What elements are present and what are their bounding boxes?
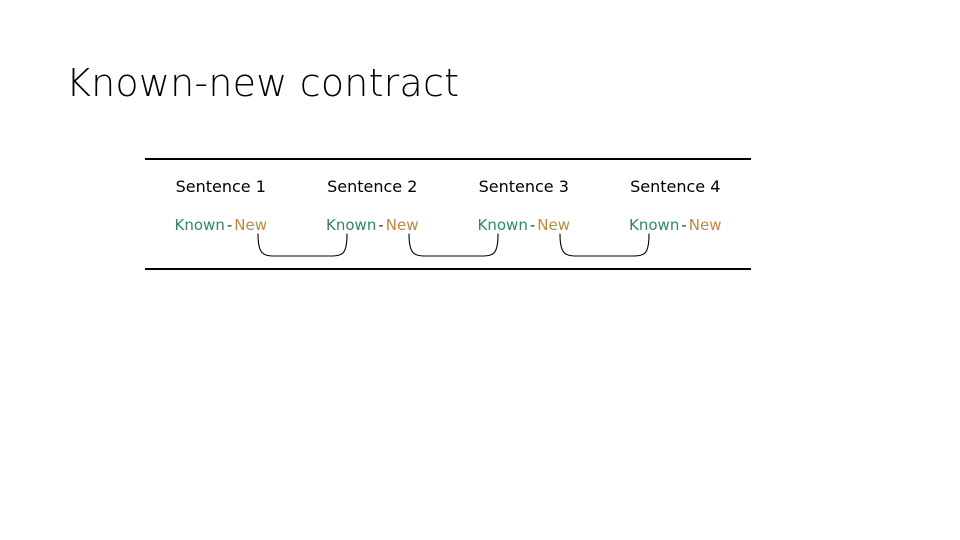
header-cell-sentence-3: Sentence 3 (448, 174, 600, 200)
column-header-label: Sentence 4 (630, 177, 721, 196)
pair-separator: - (378, 216, 384, 234)
table-header-row: Sentence 1 Sentence 2 Sentence 3 Sentenc… (145, 174, 751, 200)
pair-separator: - (529, 216, 536, 234)
known-label: Known (174, 216, 225, 234)
table-top-rule (145, 158, 751, 160)
column-header-label: Sentence 3 (478, 177, 569, 196)
pair-separator: - (226, 216, 233, 234)
new-label: New (385, 216, 419, 234)
column-header-label: Sentence 1 (175, 177, 266, 196)
new-label: New (688, 216, 722, 234)
known-new-diagram: Sentence 1 Sentence 2 Sentence 3 Sentenc… (145, 158, 751, 270)
known-new-pair: Known-New (326, 215, 418, 235)
pair-cell-sentence-3: Known-New (448, 212, 600, 238)
known-new-pair: Known-New (629, 215, 721, 235)
pair-cell-sentence-4: Known-New (600, 212, 752, 238)
header-cell-sentence-2: Sentence 2 (297, 174, 449, 200)
known-new-pair: Known-New (175, 215, 267, 235)
table-body-row: Known-New Known-New Known-New Known-New (145, 212, 751, 238)
header-cell-sentence-1: Sentence 1 (145, 174, 297, 200)
known-new-pair: Known-New (478, 215, 570, 235)
pair-cell-sentence-1: Known-New (145, 212, 297, 238)
known-label: Known (629, 216, 680, 234)
pair-separator: - (681, 216, 687, 234)
known-label: Known (477, 216, 528, 234)
new-label: New (234, 216, 267, 234)
column-header-label: Sentence 2 (327, 177, 418, 196)
pair-cell-sentence-2: Known-New (297, 212, 449, 238)
known-label: Known (326, 216, 377, 234)
page-title: Known-new contract (66, 61, 460, 105)
header-cell-sentence-4: Sentence 4 (600, 174, 752, 200)
new-label: New (537, 216, 570, 234)
table-bottom-rule (145, 268, 751, 270)
